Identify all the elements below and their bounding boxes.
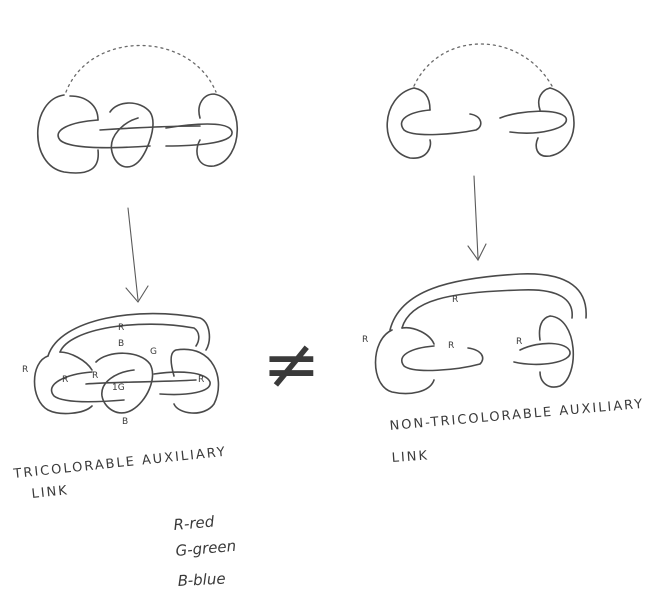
link-label: G bbox=[150, 347, 157, 357]
link-label: R bbox=[516, 337, 522, 347]
top-right-left-loop bbox=[386, 87, 432, 159]
right-down-arrow bbox=[467, 175, 487, 262]
legend-green: G-green bbox=[175, 537, 237, 560]
bottom-left-right-bar bbox=[153, 371, 211, 396]
top-right-knot bbox=[386, 43, 575, 159]
top-left-right-bar bbox=[165, 123, 233, 147]
bottom-right-right-bar bbox=[513, 342, 571, 366]
link-label: B bbox=[118, 339, 124, 349]
bottom-right-left-bar bbox=[401, 345, 484, 372]
left-down-arrow bbox=[125, 207, 149, 303]
bottom-right-link bbox=[374, 273, 587, 395]
legend-red: R-red bbox=[173, 512, 216, 534]
link-label: R bbox=[118, 323, 124, 333]
not-equal-symbol: ≠ bbox=[262, 323, 321, 405]
top-right-right-loop bbox=[535, 87, 575, 157]
top-left-left-loop bbox=[36, 94, 99, 174]
bottom-right-right-loop bbox=[538, 315, 575, 388]
top-right-right-bar bbox=[499, 110, 567, 134]
top-left-dotted-arc bbox=[65, 44, 217, 93]
bottom-left-middle-crossing bbox=[95, 352, 154, 414]
bottom-right-left-loop bbox=[374, 326, 435, 395]
bottom-right-labels: R R R R bbox=[362, 295, 522, 351]
top-left-left-bar bbox=[57, 119, 151, 149]
top-right-dotted-arc bbox=[413, 43, 553, 87]
bottom-left-middle-strand bbox=[85, 379, 197, 385]
link-label: R bbox=[362, 335, 368, 345]
link-label: 1G bbox=[112, 383, 125, 393]
bottom-left-link bbox=[33, 312, 220, 415]
bottom-left-top-band-inner bbox=[59, 323, 200, 353]
top-left-knot bbox=[36, 44, 239, 174]
link-label: B bbox=[122, 417, 128, 427]
link-label: R bbox=[448, 341, 454, 351]
bottom-left-labels: R R R B G 1G R R B bbox=[22, 323, 204, 427]
bottom-left-top-band bbox=[47, 312, 211, 357]
top-left-middle-strand bbox=[109, 102, 154, 168]
right-caption-line1: NON-TRICOLORABLE AUXILIARY bbox=[389, 397, 645, 434]
bottom-left-left-bar bbox=[50, 371, 125, 403]
top-left-middle-bar bbox=[99, 125, 201, 131]
bottom-right-top-band bbox=[389, 273, 587, 331]
bottom-right-top-band-inner bbox=[401, 289, 573, 329]
link-label: R bbox=[92, 371, 98, 381]
right-caption-line2: LINK bbox=[391, 448, 429, 466]
link-label: R bbox=[452, 295, 458, 305]
left-caption-line1: TRICOLORABLE AUXILIARY bbox=[12, 445, 228, 482]
link-label: R bbox=[62, 375, 68, 385]
legend-blue: B-blue bbox=[177, 570, 226, 590]
bottom-left-left-loop bbox=[33, 351, 93, 415]
top-right-left-bar bbox=[400, 109, 482, 136]
link-label: R bbox=[22, 365, 28, 375]
link-label: R bbox=[198, 375, 204, 385]
top-left-right-loop bbox=[196, 93, 239, 167]
left-caption-line2: LINK bbox=[31, 483, 70, 502]
